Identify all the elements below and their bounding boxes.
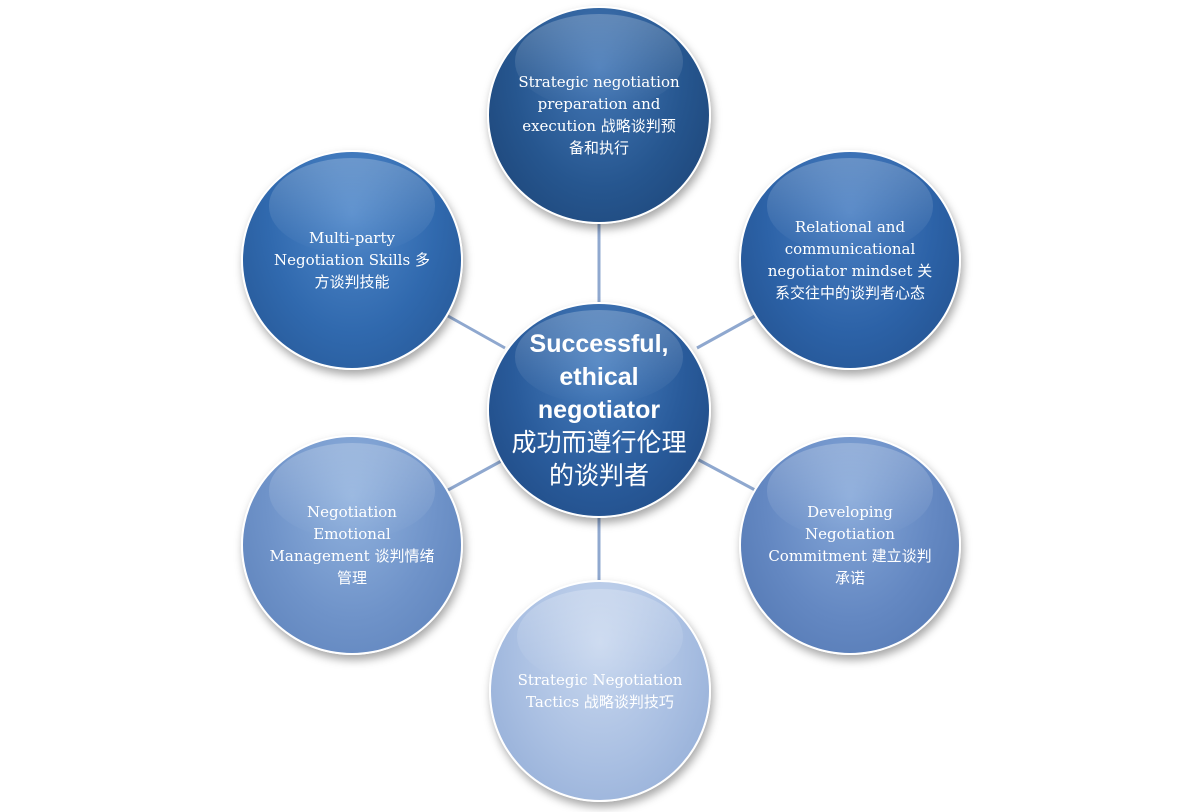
connector-top-right <box>696 314 756 350</box>
node-emotional-management-label: Negotiation Emotional Management 谈判情绪管理 <box>269 503 435 587</box>
node-multi-party-skills-label: Multi-party Negotiation Skills 多方谈判技能 <box>274 229 430 291</box>
center-label-cn: 成功而遵行伦理的谈判者 <box>511 428 687 490</box>
node-relational-mindset: Relational and communicational negotiato… <box>739 150 961 370</box>
node-strategic-preparation-label: Strategic negotiation preparation and ex… <box>518 73 680 157</box>
node-relational-mindset-label: Relational and communicational negotiato… <box>767 218 933 302</box>
connector-bottom-right <box>696 457 756 492</box>
center-label-en: Successful, ethical negotiator <box>529 329 669 424</box>
center-label: Successful, ethical negotiator 成功而遵行伦理的谈… <box>502 328 696 493</box>
node-negotiation-commitment: Developing Negotiation Commitment 建立谈判承诺 <box>739 435 961 655</box>
node-strategic-tactics: Strategic Negotiation Tactics 战略谈判技巧 <box>489 580 711 802</box>
connector-bottom-left <box>447 457 506 492</box>
connector-top-left <box>447 314 506 350</box>
node-strategic-preparation: Strategic negotiation preparation and ex… <box>487 6 711 224</box>
node-center-ethical-negotiator: Successful, ethical negotiator 成功而遵行伦理的谈… <box>487 302 711 518</box>
node-negotiation-commitment-label: Developing Negotiation Commitment 建立谈判承诺 <box>768 503 932 587</box>
node-strategic-tactics-label: Strategic Negotiation Tactics 战略谈判技巧 <box>517 671 683 711</box>
node-multi-party-skills: Multi-party Negotiation Skills 多方谈判技能 <box>241 150 463 370</box>
node-emotional-management: Negotiation Emotional Management 谈判情绪管理 <box>241 435 463 655</box>
